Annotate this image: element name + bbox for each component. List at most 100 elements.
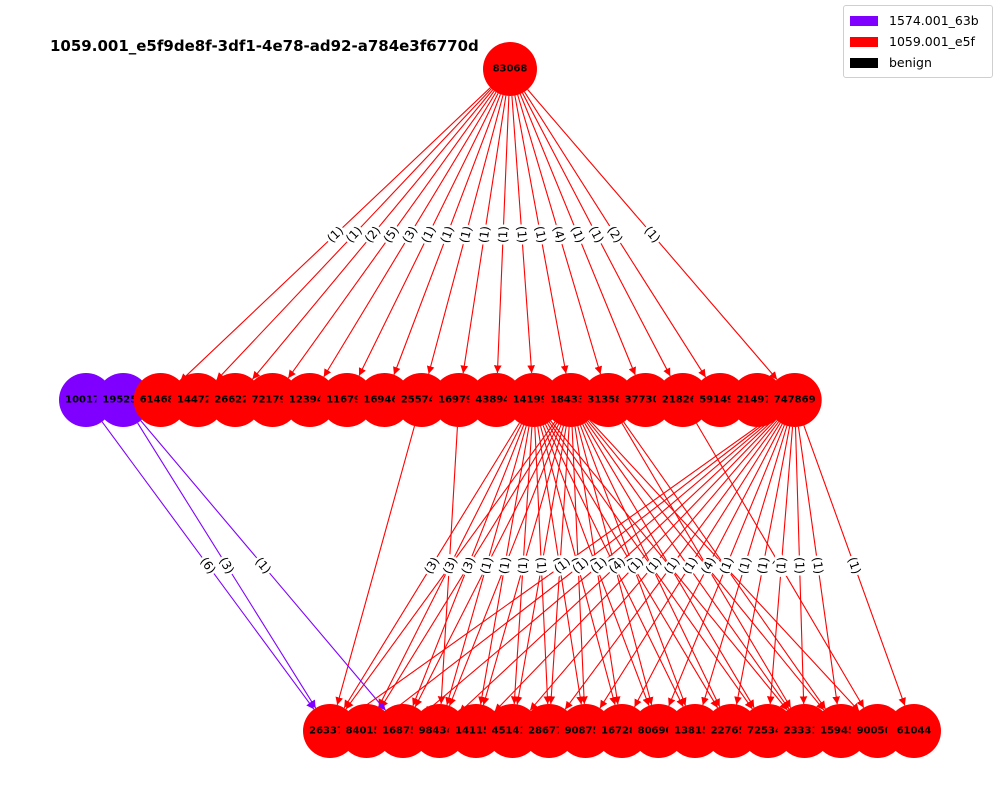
node-label: 123941 — [289, 395, 331, 406]
graph-node: 218268 — [655, 373, 710, 427]
edge-label: (1) — [516, 557, 531, 575]
legend-item-benign: benign — [850, 52, 986, 73]
graph-node: 169794 — [432, 373, 486, 427]
edge-label-bg — [420, 553, 444, 578]
node-circle — [96, 373, 151, 427]
node-label: 984347 — [419, 726, 461, 737]
node-label: 451412 — [492, 726, 534, 737]
graph-node: 614684 — [133, 373, 188, 427]
edge-label-bg — [716, 553, 737, 578]
node-label: 233312 — [784, 726, 826, 737]
legend: 1574.001_63b 1059.001_e5f benign — [843, 5, 993, 78]
node-circle — [59, 373, 113, 427]
node-circle — [730, 373, 785, 427]
graph-node: 266227 — [208, 373, 263, 427]
node-label: 908754 — [565, 726, 607, 737]
edge-label: (1) — [845, 555, 864, 576]
edge-label-bg — [437, 222, 458, 247]
edge-label: (1) — [477, 555, 495, 575]
edge-label-bg — [585, 222, 608, 247]
edge-label-bg — [456, 223, 476, 246]
edge-label: (2) — [362, 223, 384, 245]
graph-node: 721790 — [245, 373, 300, 427]
edge-label-bg — [603, 222, 627, 247]
edge-label: (1) — [774, 556, 789, 574]
edge-label: (1) — [755, 556, 772, 575]
edge-label-bg — [660, 553, 684, 578]
edge-label-bg — [844, 553, 865, 578]
node-circle — [767, 373, 822, 427]
node-circle — [581, 373, 636, 427]
edge-label-bg — [697, 553, 720, 578]
node-label: 169794 — [438, 395, 480, 406]
edge-label: (1) — [810, 556, 826, 575]
graph-node: 438940 — [469, 373, 524, 427]
edge-label: (1) — [532, 225, 549, 244]
edge-label-bg — [640, 222, 665, 247]
edge-label-bg — [773, 554, 790, 577]
edge-label: (1) — [642, 223, 664, 245]
edge-label: (3) — [216, 555, 237, 577]
edge-label: (3) — [400, 224, 421, 246]
edge-label-bg — [360, 222, 385, 247]
edge-label-bg — [605, 553, 630, 578]
edge-label: (2) — [605, 224, 626, 246]
node-label: 214977 — [737, 395, 779, 406]
graph-node: 591490 — [693, 373, 748, 427]
edge-label: (5) — [381, 224, 402, 246]
node-label: 313588 — [587, 395, 629, 406]
edge-label: (1) — [496, 556, 513, 575]
edge-label-bg — [678, 553, 702, 578]
node-label: 159459 — [820, 726, 862, 737]
node-label: 184339 — [550, 395, 592, 406]
node-circle — [320, 373, 375, 427]
graph-node: 144724 — [170, 373, 225, 427]
edge-label-bg — [531, 223, 550, 246]
edge-label-bg — [568, 553, 593, 578]
edge-label-layer: (1)(1)(2)(5)(3)(1)(1)(1)(1)(1)(1)(1)(4)(… — [196, 222, 865, 578]
node-label: 840150 — [346, 726, 388, 737]
edge-label-bg — [417, 222, 440, 247]
edge-label: (1) — [457, 224, 475, 244]
node-layer: 1001751952566146841447242662277217901239… — [59, 42, 941, 758]
node-label: 167288 — [601, 726, 643, 737]
graph-node: 377303 — [618, 373, 673, 427]
edge-label-bg — [809, 554, 827, 577]
edge-label: (6) — [197, 555, 218, 577]
graph-node: 747869 — [767, 373, 822, 427]
node-label: 900501 — [857, 726, 899, 737]
edge-255741-263370 — [335, 425, 416, 706]
edge-label-bg — [439, 553, 461, 578]
graph-node: 184339 — [543, 373, 598, 427]
legend-swatch-benign — [850, 57, 878, 68]
edge-label-bg — [495, 224, 511, 245]
edge-label: (1) — [419, 224, 439, 245]
edge-label: (4) — [550, 224, 568, 244]
legend-label-benign: benign — [889, 55, 932, 70]
edge-label-bg — [477, 553, 497, 578]
graph-node: 123941 — [282, 373, 337, 427]
node-label: 138155 — [674, 726, 716, 737]
edge-label: (1) — [792, 557, 806, 574]
edge-label-bg — [458, 553, 479, 578]
node-circle — [432, 373, 486, 427]
node-label: 286776 — [528, 726, 570, 737]
node-circle — [506, 373, 561, 427]
edge-label-bg — [549, 222, 569, 247]
edge-label-bg — [754, 554, 772, 577]
node-label: 83068 — [493, 64, 528, 75]
legend-item-red: 1059.001_e5f — [850, 31, 986, 52]
edge-label: (3) — [421, 555, 442, 577]
node-label: 438940 — [475, 395, 517, 406]
graph-node: 255741 — [394, 373, 449, 427]
node-circle — [543, 373, 598, 427]
node-label: 255741 — [401, 395, 443, 406]
graph-node: 100175 — [59, 373, 113, 427]
node-label: 263370 — [309, 726, 351, 737]
node-label: 100175 — [65, 395, 107, 406]
edge-label-bg — [623, 553, 648, 578]
edge-label: (4) — [698, 555, 718, 577]
node-circle — [655, 373, 710, 427]
edge-label-bg — [341, 222, 366, 247]
